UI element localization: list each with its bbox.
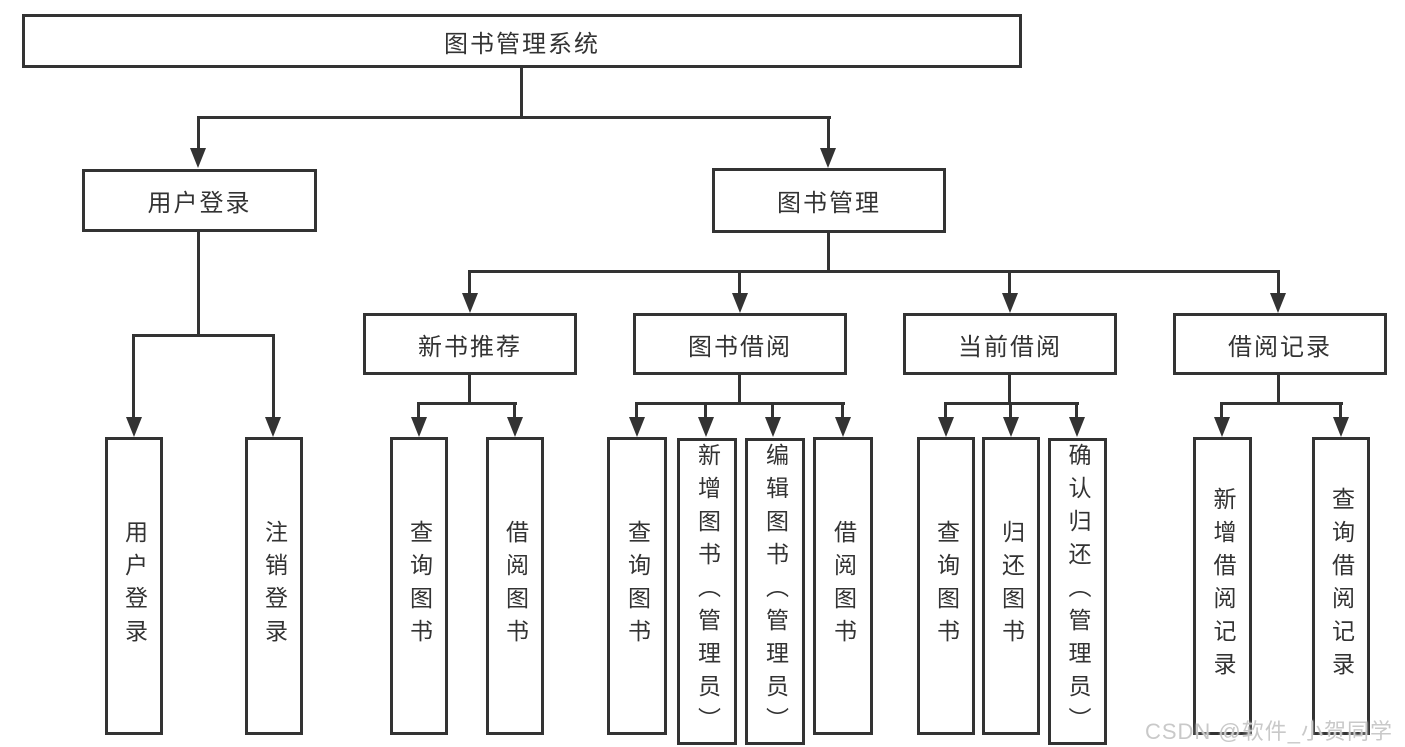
connector-stem-book-management <box>827 116 830 150</box>
connector-current-borrow-drop <box>1008 375 1011 405</box>
arrowhead-query-books-2 <box>629 417 645 437</box>
arrowhead-confirm-return <box>1069 417 1085 437</box>
arrowhead-borrow-records <box>1270 293 1286 313</box>
arrowhead-user-login <box>190 148 206 168</box>
arrowhead-query-books-1 <box>411 417 427 437</box>
connector-stem <box>635 402 638 419</box>
arrowhead-add-books <box>698 417 714 437</box>
connector-stem-user-login <box>197 116 200 150</box>
connector-user-login-drop <box>197 232 200 337</box>
connector-root-drop <box>520 68 523 118</box>
leaf-query-books-2: 查询图书 <box>607 437 667 735</box>
connector-stem <box>704 402 707 419</box>
connector-book-management-drop <box>827 233 830 273</box>
arrowhead-book-borrow <box>732 293 748 313</box>
node-borrow-records: 借阅记录 <box>1173 313 1387 375</box>
connector-stem-leaf-user-login <box>132 334 135 418</box>
node-new-book-recommend: 新书推荐 <box>363 313 577 375</box>
arrowhead-borrow-books-1 <box>507 417 523 437</box>
connector-stem-leaf-logout <box>272 334 275 418</box>
connector-stem-current-borrow <box>1008 270 1011 295</box>
arrowhead-leaf-logout <box>265 417 281 437</box>
connector-stem <box>1075 402 1078 419</box>
connector-borrow-records-split <box>1220 402 1343 405</box>
arrowhead-leaf-user-login <box>126 417 142 437</box>
connector-root-split <box>197 116 831 119</box>
leaf-add-borrow-record: 新增借阅记录 <box>1193 437 1252 735</box>
arrowhead-return-books <box>1003 417 1019 437</box>
connector-new-book-split <box>417 402 517 405</box>
connector-stem-new-book <box>468 270 471 295</box>
node-current-borrow: 当前借阅 <box>903 313 1117 375</box>
leaf-query-borrow-record: 查询借阅记录 <box>1312 437 1370 735</box>
node-book-management: 图书管理 <box>712 168 946 233</box>
connector-stem <box>513 402 516 419</box>
connector-new-book-drop <box>468 375 471 405</box>
arrowhead-query-borrow-record <box>1333 417 1349 437</box>
connector-stem <box>944 402 947 419</box>
connector-book-borrow-split <box>635 402 845 405</box>
leaf-confirm-return-admin: 确认归还（管理员） <box>1048 438 1107 745</box>
leaf-return-books: 归还图书 <box>982 437 1040 735</box>
node-book-borrow: 图书借阅 <box>633 313 847 375</box>
connector-stem <box>1339 402 1342 419</box>
arrowhead-query-books-3 <box>938 417 954 437</box>
connector-stem <box>1009 402 1012 419</box>
connector-user-login-split <box>132 334 275 337</box>
node-user-login: 用户登录 <box>82 169 317 232</box>
leaf-edit-books-admin: 编辑图书（管理员） <box>745 438 805 745</box>
connector-book-management-split <box>468 270 1280 273</box>
leaf-user-login: 用户登录 <box>105 437 163 735</box>
connector-stem <box>841 402 844 419</box>
leaf-add-books-admin: 新增图书（管理员） <box>677 438 737 745</box>
connector-book-borrow-drop <box>738 375 741 405</box>
arrowhead-book-management <box>820 148 836 168</box>
leaf-logout: 注销登录 <box>245 437 303 735</box>
arrowhead-current-borrow <box>1002 293 1018 313</box>
connector-borrow-records-drop <box>1277 375 1280 405</box>
node-library-management-system: 图书管理系统 <box>22 14 1022 68</box>
leaf-query-books-3: 查询图书 <box>917 437 975 735</box>
connector-stem-borrow-records <box>1277 270 1280 295</box>
leaf-query-books-1: 查询图书 <box>390 437 448 735</box>
arrowhead-borrow-books-2 <box>835 417 851 437</box>
arrowhead-edit-books <box>765 417 781 437</box>
arrowhead-new-book <box>462 293 478 313</box>
leaf-borrow-books-1: 借阅图书 <box>486 437 544 735</box>
watermark: CSDN @软件_小贺同学 <box>1144 719 1393 744</box>
connector-stem <box>771 402 774 419</box>
leaf-borrow-books-2: 借阅图书 <box>813 437 873 735</box>
connector-stem <box>1220 402 1223 419</box>
connector-stem <box>417 402 420 419</box>
arrowhead-add-borrow-record <box>1214 417 1230 437</box>
connector-stem-book-borrow <box>738 270 741 295</box>
